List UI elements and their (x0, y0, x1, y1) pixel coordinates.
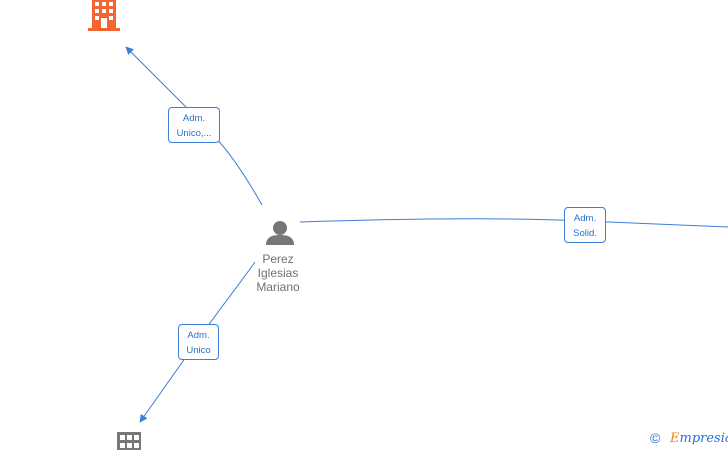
edge-right (299, 218, 728, 228)
building-icon[interactable] (117, 432, 141, 450)
brand-initial: E (670, 431, 680, 446)
brand-logo: Empresia (670, 431, 728, 446)
relation-label-right[interactable]: Adm. Solid. (564, 207, 606, 243)
person-name-line: Perez (262, 252, 294, 266)
building-icon[interactable] (88, 0, 120, 31)
relation-label-line: Unico,... (176, 128, 212, 139)
brand-name: mpresia (679, 431, 728, 446)
relation-label-bottom[interactable]: Adm. Unico (178, 324, 219, 360)
relation-label-line: Unico (186, 345, 211, 356)
copyright-icon: © (650, 430, 661, 446)
relation-label-line: Adm. (573, 213, 597, 224)
person-name[interactable]: Perez Iglesias Mariano (240, 252, 316, 294)
relation-label-line: Adm. (187, 330, 210, 341)
relation-label-line: Adm. (182, 113, 206, 124)
person-name-line: Mariano (256, 280, 300, 294)
person-name-line: Iglesias (257, 266, 299, 280)
person-icon[interactable] (266, 221, 294, 245)
relation-label-line: Solid. (573, 228, 597, 239)
relation-label-top[interactable]: Adm. Unico,... (168, 107, 220, 143)
